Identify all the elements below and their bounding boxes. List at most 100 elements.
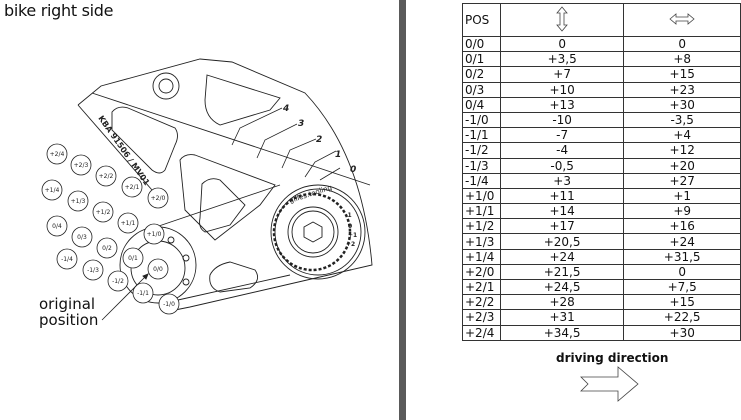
vertical-offset-cell: +24 bbox=[499, 248, 625, 265]
horizontal-offset-cell: +9 bbox=[623, 203, 741, 220]
position-label: +2/1 bbox=[125, 184, 140, 191]
table-row: +2/4+34,5+30 bbox=[462, 324, 741, 341]
position-circle bbox=[158, 293, 180, 315]
vertical-offset-cell: +31 bbox=[499, 309, 625, 326]
pos-cell: -1/0 bbox=[462, 111, 501, 129]
table-row: +1/2+17+16 bbox=[462, 218, 741, 235]
pos-cell: +1/1 bbox=[462, 203, 501, 220]
horizontal-offset-cell: +30 bbox=[623, 96, 741, 113]
pos-cell: +2/1 bbox=[462, 278, 501, 296]
position-circle bbox=[46, 143, 68, 165]
horizontal-offset-cell: +16 bbox=[623, 218, 741, 235]
horizontal-offset-cell: +12 bbox=[623, 142, 741, 159]
position-circle bbox=[96, 237, 118, 259]
annotation-line: original bbox=[39, 295, 96, 313]
pos-cell: +1/0 bbox=[462, 187, 501, 205]
scale-mark: 0 bbox=[350, 165, 356, 175]
position-circle bbox=[67, 190, 89, 212]
pos-cell: +2/0 bbox=[462, 263, 501, 281]
table-row: 0/1+3,5+8 bbox=[462, 51, 741, 68]
table-row: 0/4+13+30 bbox=[462, 96, 741, 113]
horizontal-offset-cell: +20 bbox=[623, 157, 741, 174]
horizontal-offset-cell: +7,5 bbox=[623, 278, 741, 296]
position-circle bbox=[95, 165, 117, 187]
position-circle bbox=[117, 212, 139, 234]
position-label: +1/4 bbox=[45, 187, 60, 194]
position-circle bbox=[147, 258, 169, 280]
horizontal-offset-cell: +31,5 bbox=[623, 248, 741, 265]
annotation-line: position bbox=[39, 311, 99, 329]
position-label: 0/4 bbox=[52, 223, 62, 230]
pos-cell: 0/3 bbox=[462, 81, 501, 98]
original-position-label: original position bbox=[39, 296, 98, 328]
pos-cell: +1/2 bbox=[462, 218, 501, 235]
pos-cell: 0/4 bbox=[462, 96, 501, 113]
position-label: -1/0 bbox=[163, 301, 175, 308]
vertical-offset-cell: +3,5 bbox=[499, 51, 625, 68]
table-row: +1/1+14+9 bbox=[462, 203, 741, 220]
eccentric-mark: +1 bbox=[348, 232, 357, 239]
horizontal-offset-cell: +15 bbox=[623, 294, 741, 311]
scale-mark: 3 bbox=[298, 119, 304, 129]
position-label: 0/3 bbox=[77, 234, 87, 241]
position-circle bbox=[41, 179, 63, 201]
rear-dropout-drawing: gilles.tooling -1 0 +1 +2 0 1 2 3 4 KBA … bbox=[41, 58, 373, 321]
position-label: -1/3 bbox=[87, 267, 99, 274]
table-row: -1/1-7+4 bbox=[462, 127, 741, 144]
vertical-offset-cell: +14 bbox=[499, 203, 625, 220]
position-circle bbox=[122, 247, 144, 269]
horizontal-arrow-icon bbox=[623, 3, 741, 37]
position-label: +1/1 bbox=[121, 220, 136, 227]
table-header: POS bbox=[462, 3, 741, 37]
vertical-offset-cell: +10 bbox=[499, 81, 625, 98]
pos-cell: +1/4 bbox=[462, 248, 501, 265]
vertical-offset-cell: -0,5 bbox=[499, 157, 625, 174]
vertical-offset-cell: -7 bbox=[499, 127, 625, 144]
pos-cell: -1/4 bbox=[462, 172, 501, 189]
vertical-offset-cell: -10 bbox=[499, 111, 625, 129]
horizontal-offset-cell: 0 bbox=[623, 263, 741, 281]
vertical-arrow-icon bbox=[499, 3, 625, 37]
position-label: +2/0 bbox=[151, 195, 166, 202]
scale-mark: 2 bbox=[316, 135, 322, 145]
position-label: +2/4 bbox=[50, 151, 65, 158]
position-circle bbox=[143, 223, 165, 245]
pos-cell: 0/2 bbox=[462, 66, 501, 83]
position-circle bbox=[56, 248, 78, 270]
pos-cell: +2/3 bbox=[462, 309, 501, 326]
pos-cell: +2/4 bbox=[462, 324, 501, 341]
horizontal-offset-cell: +30 bbox=[623, 324, 741, 341]
vertical-offset-cell: +3 bbox=[499, 172, 625, 189]
horizontal-offset-cell: +1 bbox=[623, 187, 741, 205]
position-circle bbox=[132, 282, 154, 304]
pos-cell: +1/3 bbox=[462, 233, 501, 250]
table-row: +2/2+28+15 bbox=[462, 294, 741, 311]
vertical-offset-cell: -4 bbox=[499, 142, 625, 159]
pos-cell: 0/1 bbox=[462, 51, 501, 68]
position-circle bbox=[147, 187, 169, 209]
vertical-offset-cell: +34,5 bbox=[499, 324, 625, 341]
position-label: +1/2 bbox=[96, 209, 111, 216]
vertical-offset-cell: +11 bbox=[499, 187, 625, 205]
position-circle bbox=[121, 176, 143, 198]
table-row: +2/3+31+22,5 bbox=[462, 309, 741, 326]
position-label: 0/1 bbox=[128, 255, 138, 262]
position-circle bbox=[92, 201, 114, 223]
position-label: +1/3 bbox=[71, 198, 86, 205]
horizontal-offset-cell: +23 bbox=[623, 81, 741, 98]
position-label: +2/2 bbox=[99, 173, 114, 180]
position-label: -1/2 bbox=[112, 278, 124, 285]
horizontal-offset-cell: 0 bbox=[623, 35, 741, 53]
position-label: +2/3 bbox=[74, 162, 89, 169]
table-row: -1/4+3+27 bbox=[462, 172, 741, 189]
horizontal-offset-cell: +4 bbox=[623, 127, 741, 144]
horizontal-offset-cell: -3,5 bbox=[623, 111, 741, 129]
horizontal-offset-cell: +27 bbox=[623, 172, 741, 189]
pos-cell: +2/2 bbox=[462, 294, 501, 311]
pos-cell: 0/0 bbox=[462, 35, 501, 53]
pos-cell: -1/1 bbox=[462, 127, 501, 144]
eccentric-mark: 0 bbox=[348, 223, 352, 230]
vertical-offset-cell: +13 bbox=[499, 96, 625, 113]
diagram-title: bike right side bbox=[4, 1, 114, 20]
position-circle bbox=[70, 154, 92, 176]
